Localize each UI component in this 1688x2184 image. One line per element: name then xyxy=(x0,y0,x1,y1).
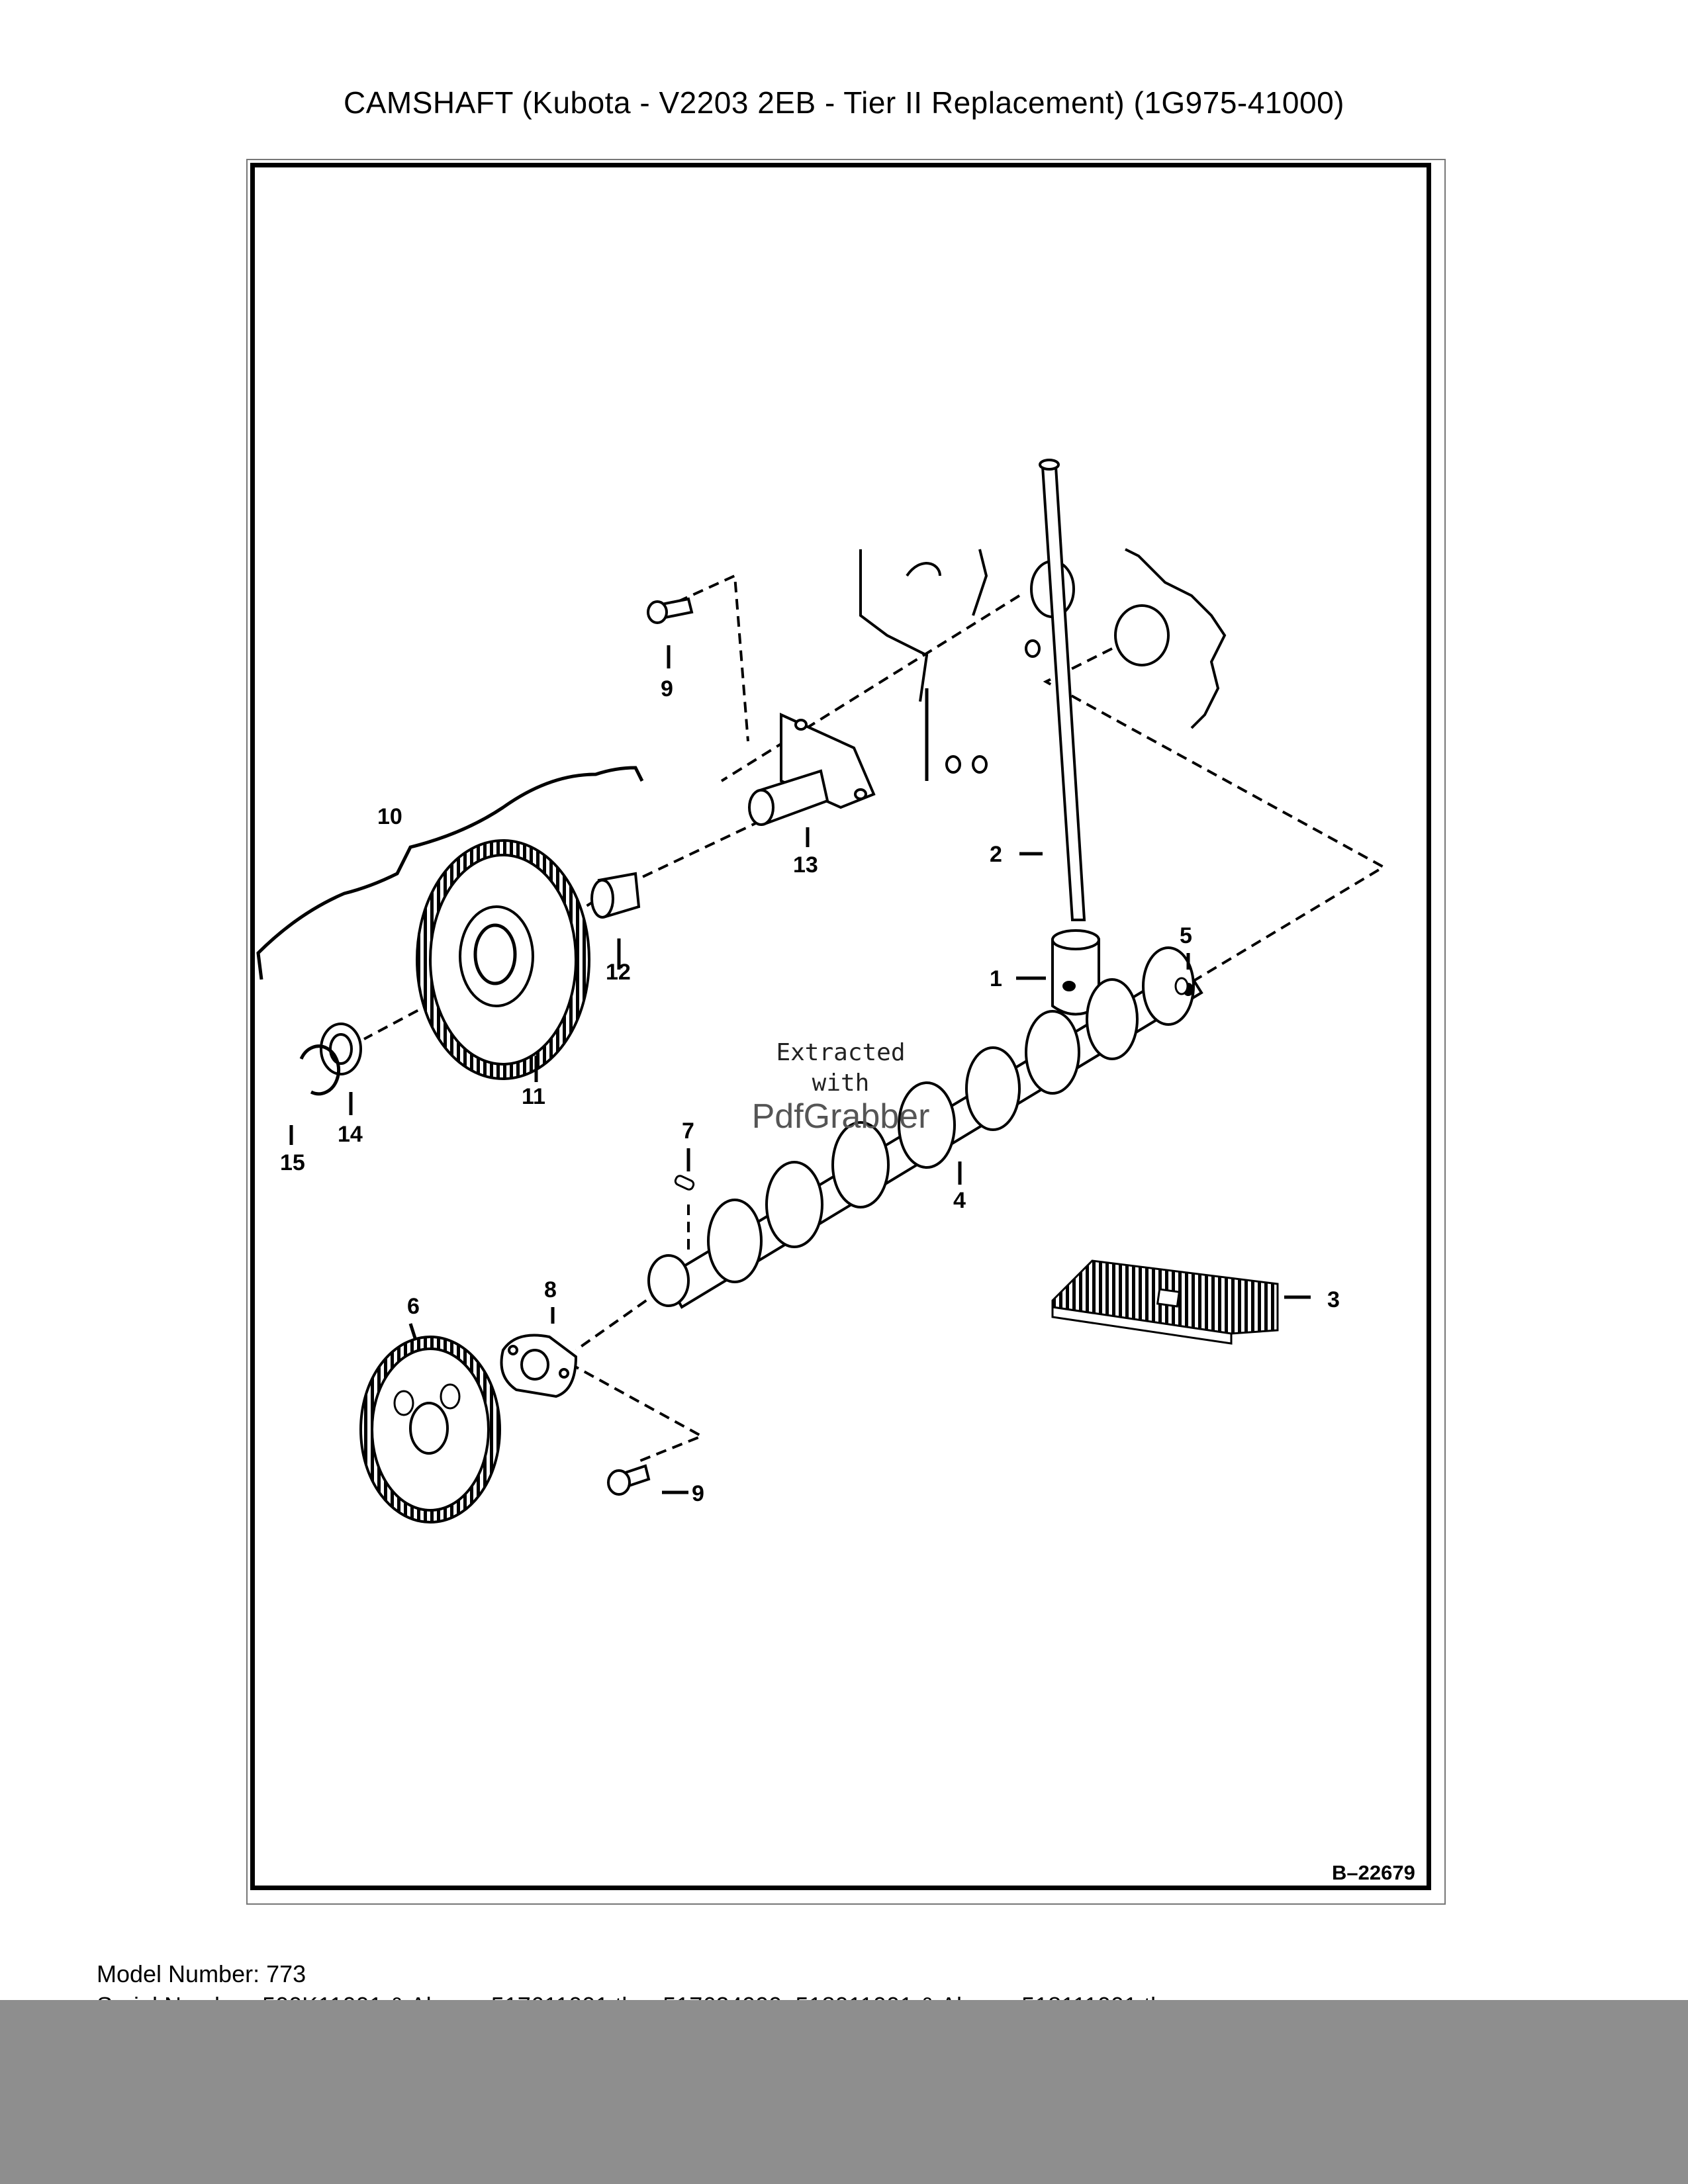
bolt-9-upper xyxy=(647,597,694,624)
watermark-line1: Extracted xyxy=(776,1039,906,1066)
bushing-12 xyxy=(590,872,641,919)
group-bracket-10 xyxy=(256,766,644,980)
callout-7: 7 xyxy=(682,1118,694,1144)
callout-3: 3 xyxy=(1327,1287,1340,1312)
snap-ring-15 xyxy=(299,1044,340,1096)
bolt-9-lower xyxy=(607,1464,651,1496)
callout-13: 13 xyxy=(793,852,818,878)
callout-8: 8 xyxy=(544,1277,557,1302)
dowel-pin-7 xyxy=(674,1175,695,1191)
callout-ticks xyxy=(289,645,1311,1494)
watermark-line2: with xyxy=(812,1069,870,1097)
callout-2: 2 xyxy=(990,842,1002,867)
model-number: Model Number: 773 xyxy=(97,1960,306,1987)
callout-labels: 1 2 3 4 5 6 7 8 9 9 10 11 12 13 14 15 xyxy=(280,676,1340,1506)
callout-9-lower: 9 xyxy=(692,1481,704,1506)
cam-gear-6 xyxy=(359,1336,501,1524)
tappet xyxy=(1051,929,1100,1016)
callout-11: 11 xyxy=(522,1084,545,1109)
idler-shaft-13 xyxy=(748,712,876,826)
callout-5: 5 xyxy=(1180,923,1192,948)
idler-gear-11 xyxy=(416,839,590,1080)
callout-14: 14 xyxy=(338,1122,363,1147)
camshaft xyxy=(647,946,1203,1309)
thrust-washer-14 xyxy=(320,1023,362,1075)
watermark: Extracted with PdfGrabber xyxy=(735,1038,947,1136)
pushrod xyxy=(1039,459,1086,921)
callout-9-upper: 9 xyxy=(661,676,673,702)
callout-15: 15 xyxy=(280,1150,305,1175)
plug-5 xyxy=(1174,977,1189,995)
diagram-frame-outer xyxy=(246,159,1446,1905)
thrust-plate-8 xyxy=(500,1334,578,1398)
viewer-overlay-band xyxy=(0,2000,1688,2184)
shim-kit-3 xyxy=(1051,1259,1279,1345)
callout-10: 10 xyxy=(377,804,402,829)
engine-block-plate xyxy=(859,548,1227,781)
watermark-brand: PdfGrabber xyxy=(751,1097,930,1136)
callout-4: 4 xyxy=(953,1188,966,1213)
diagram-frame xyxy=(250,163,1431,1890)
page-title: CAMSHAFT (Kubota - V2203 2EB - Tier II R… xyxy=(344,85,1344,120)
callout-6: 6 xyxy=(407,1294,420,1319)
callout-12: 12 xyxy=(606,960,631,985)
callout-1: 1 xyxy=(990,966,1002,991)
figure-id: B–22679 xyxy=(1332,1861,1415,1884)
